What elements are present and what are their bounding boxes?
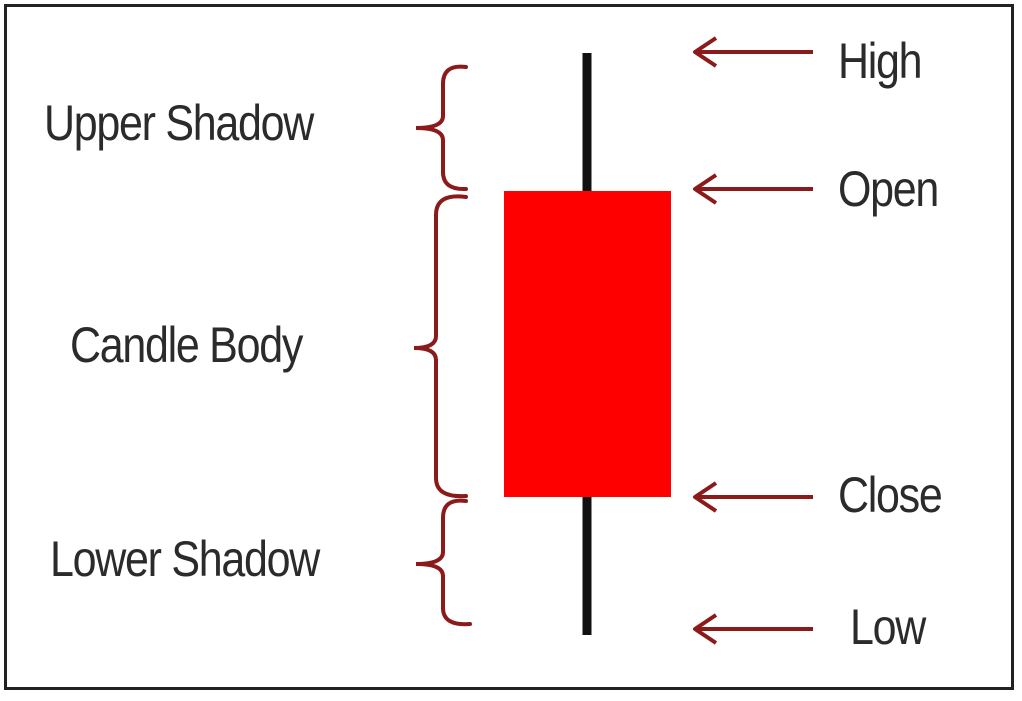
candle-body-label: Candle Body xyxy=(70,317,303,373)
low-arrow xyxy=(693,613,813,645)
close-label: Close xyxy=(838,467,943,523)
high-arrow xyxy=(693,36,813,68)
upper-shadow-brace xyxy=(415,64,468,192)
lower-shadow-label: Lower Shadow xyxy=(50,531,320,587)
candle-body xyxy=(504,191,671,497)
open-arrow xyxy=(693,173,813,205)
high-label: High xyxy=(838,33,923,89)
lower-shadow-brace xyxy=(415,498,472,627)
open-label: Open xyxy=(838,161,939,217)
candle-body-brace xyxy=(413,194,468,499)
low-label: Low xyxy=(850,599,926,655)
close-arrow xyxy=(693,481,813,513)
upper-shadow-label: Upper Shadow xyxy=(44,95,314,151)
